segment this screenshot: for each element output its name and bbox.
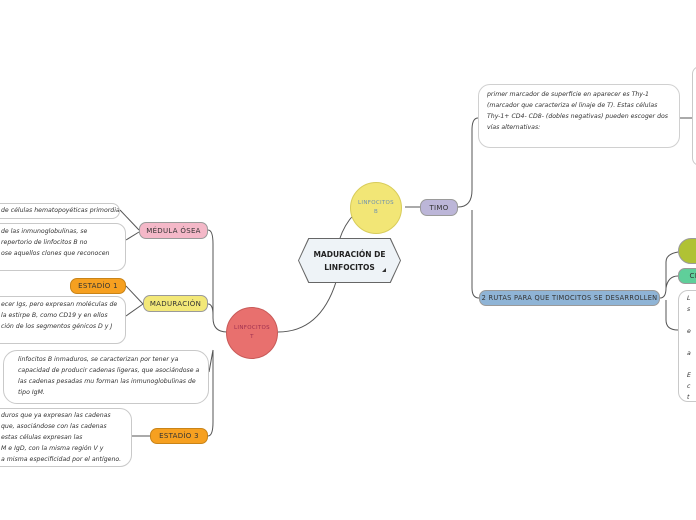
medula-osea-node[interactable]: MÉDULA ÓSEA [139, 222, 208, 239]
connector [207, 303, 214, 316]
timo-note-line: primer marcador de superficie en aparece… [487, 91, 649, 98]
inmaduros-note-line: linfocitos B inmaduros, se caracterizan … [18, 356, 179, 363]
connector [125, 303, 144, 317]
connector [119, 209, 140, 231]
maduracion-node[interactable]: MADURACIÓN [143, 295, 208, 312]
connector [277, 281, 337, 333]
inmaduros-note[interactable]: linfocitos B inmaduros, se caracterizan … [3, 350, 209, 404]
right-partial-line: e [687, 328, 691, 335]
estadio-1-node[interactable]: ESTADÍO 1 [70, 278, 126, 294]
right-partial-line [687, 315, 696, 326]
connector [207, 229, 228, 333]
medula-note-2[interactable]: de las inmunoglobulinas, se repertorio d… [0, 223, 126, 271]
right-teal-node[interactable]: CD [678, 268, 696, 284]
right-partial-line [687, 359, 696, 370]
rutas-label: 2 RUTAS PARA QUE TIMOCITOS SE DESARROLLE… [481, 294, 658, 302]
connector [665, 300, 679, 331]
right-partial-line: E [687, 372, 691, 379]
timo-note-line: Thy-1+ CD4- CD8- (dobles negativas) pued… [487, 113, 669, 120]
linfocitos-b-label: LINFOCITOS B [358, 200, 394, 215]
connector [665, 275, 679, 289]
maduracion-note-line: ción de los segmentos génicos D y J [1, 323, 113, 330]
estadio-3-note-line: duros que ya expresan las cadenas [1, 412, 111, 419]
estadio-3-note-line: a misma especificidad por el antígeno. [1, 456, 122, 463]
right-partial-line [687, 337, 696, 348]
right-partial-line: a [687, 350, 691, 357]
right-partial-line: t [687, 394, 690, 401]
connector [471, 210, 480, 299]
right-partial-line: L [687, 295, 691, 302]
right-partial-line: c [687, 383, 691, 390]
estadio-3-label: ESTADÍO 3 [159, 432, 199, 440]
medula-osea-label: MÉDULA ÓSEA [146, 226, 201, 235]
estadio-3-note-line: M e IgD, con la misma región V y [1, 445, 104, 452]
maduracion-note-line: la estirpe B, como CD19 y en ellos [1, 312, 108, 319]
maduracion-label: MADURACIÓN [149, 299, 202, 308]
timo-note-partial[interactable] [692, 66, 696, 166]
medula-note-line: ose aquellos clones que reconocen [1, 250, 110, 257]
maduracion-note[interactable]: ecer Igs, pero expresan moléculas de la … [0, 296, 126, 344]
right-green-node[interactable] [678, 238, 696, 264]
linfocitos-t-label: LINFOCITOS T [234, 325, 270, 340]
medula-note-1[interactable]: de células hematopoyéticas primordiales [0, 203, 120, 219]
timo-note[interactable]: primer marcador de superficie en aparece… [478, 84, 680, 148]
right-partial-line: s [687, 306, 691, 313]
connector [207, 350, 214, 437]
medula-note-line: de células hematopoyéticas primordiales [1, 207, 120, 214]
inmaduros-note-line: las cadenas pesadas mu forman las inmuno… [18, 378, 196, 385]
linfocitos-b-node[interactable]: LINFOCITOS B [350, 182, 402, 234]
medula-note-line: de las inmunoglobulinas, se [1, 228, 88, 235]
estadio-3-note-line: estas células expresan las [1, 434, 83, 441]
estadio-3-node[interactable]: ESTADÍO 3 [150, 428, 208, 444]
central-topic-label: MADURACIÓN DE LINFOCITOS [299, 239, 400, 282]
connector [125, 231, 140, 241]
estadio-3-note[interactable]: duros que ya expresan las cadenas que, a… [0, 408, 132, 467]
inmaduros-note-line: tipo IgM. [18, 389, 45, 396]
connector [457, 117, 479, 208]
connector [125, 285, 144, 305]
right-teal-label: CD [689, 272, 696, 280]
estadio-1-label: ESTADÍO 1 [78, 282, 118, 290]
timo-note-line: vías alternativas: [487, 124, 541, 131]
right-partial-note[interactable]: L s e a E c t [678, 290, 696, 402]
linfocitos-t-node[interactable]: LINFOCITOS T [226, 307, 278, 359]
central-topic[interactable]: MADURACIÓN DE LINFOCITOS [298, 238, 401, 283]
timo-node[interactable]: TIMO [420, 199, 458, 216]
connector [659, 251, 679, 299]
timo-note-line: (marcador que caracteriza el linaje de T… [487, 102, 658, 109]
connector [208, 349, 214, 373]
medula-note-line: repertorio de linfocitos B no [1, 239, 88, 246]
maduracion-note-line: ecer Igs, pero expresan moléculas de [1, 301, 118, 308]
timo-label: TIMO [429, 203, 449, 212]
rutas-node[interactable]: 2 RUTAS PARA QUE TIMOCITOS SE DESARROLLE… [479, 290, 660, 306]
collapse-marker-icon[interactable] [382, 268, 386, 272]
inmaduros-note-line: capacidad de producir cadenas ligeras, q… [18, 367, 200, 374]
estadio-3-note-line: que, asociándose con las cadenas [1, 423, 107, 430]
